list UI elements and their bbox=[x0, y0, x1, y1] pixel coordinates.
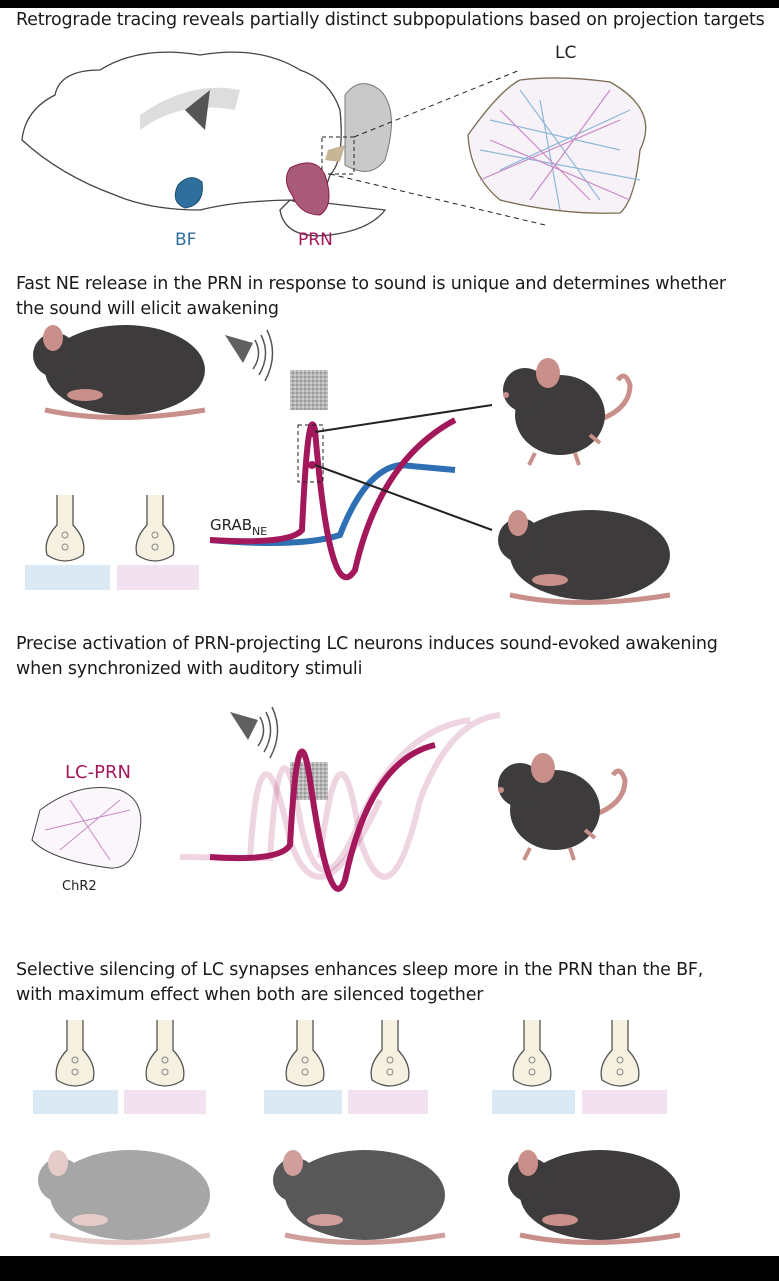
noise-stimulus bbox=[290, 370, 328, 410]
speaker-icon bbox=[229, 706, 279, 759]
awake-mouse-icon bbox=[498, 753, 625, 860]
panel4-title-line1: Selective silencing of LC synapses enhan… bbox=[16, 960, 704, 980]
sleeping-mouse-icon bbox=[273, 1150, 445, 1243]
awake-mouse-icon bbox=[503, 358, 630, 465]
panel4-title-line2: with maximum effect when both are silenc… bbox=[16, 985, 484, 1005]
sleeping-mouse-icon bbox=[38, 1150, 210, 1243]
chr2-label: ChR2 bbox=[62, 879, 97, 894]
grab-label: GRABNE bbox=[210, 516, 267, 538]
brain-sagittal-diagram: LC BF PRN bbox=[21, 43, 647, 250]
activation-trace bbox=[209, 742, 436, 892]
lc-label: LC bbox=[555, 43, 576, 63]
speaker-icon bbox=[224, 329, 274, 382]
panel3-title-line1: Precise activation of PRN-projecting LC … bbox=[16, 634, 718, 654]
condition-both-silenced bbox=[492, 1019, 680, 1243]
panel3-title-line2: when synchronized with auditory stimuli bbox=[16, 659, 363, 679]
panel3-diagram: LC-PRN ChR2 bbox=[31, 706, 625, 894]
sleeping-mouse-icon bbox=[508, 1150, 680, 1243]
panel2-diagram: GRABNE bbox=[25, 325, 670, 603]
prn-label: PRN bbox=[298, 230, 333, 250]
condition-bf-silenced bbox=[33, 1019, 210, 1243]
panel4-diagram bbox=[33, 1019, 680, 1243]
synapse-icon bbox=[135, 494, 175, 562]
top-bar bbox=[0, 0, 779, 8]
prn-trace bbox=[209, 417, 457, 581]
panel2-title-line1: Fast NE release in the PRN in response t… bbox=[16, 274, 726, 294]
prn-pad bbox=[117, 565, 199, 590]
bottom-bar bbox=[0, 1256, 779, 1281]
lc-prn-label: LC-PRN bbox=[65, 762, 131, 783]
bf-label: BF bbox=[175, 230, 196, 250]
panel2-title-line2: the sound will elicit awakening bbox=[16, 299, 279, 319]
sleeping-mouse-icon bbox=[498, 510, 670, 603]
bf-pad bbox=[25, 565, 110, 590]
sleeping-mouse-icon bbox=[33, 325, 205, 418]
condition-prn-silenced bbox=[264, 1019, 445, 1243]
synapse-icon bbox=[45, 494, 85, 562]
panel1-title: Retrograde tracing reveals partially dis… bbox=[16, 10, 765, 30]
